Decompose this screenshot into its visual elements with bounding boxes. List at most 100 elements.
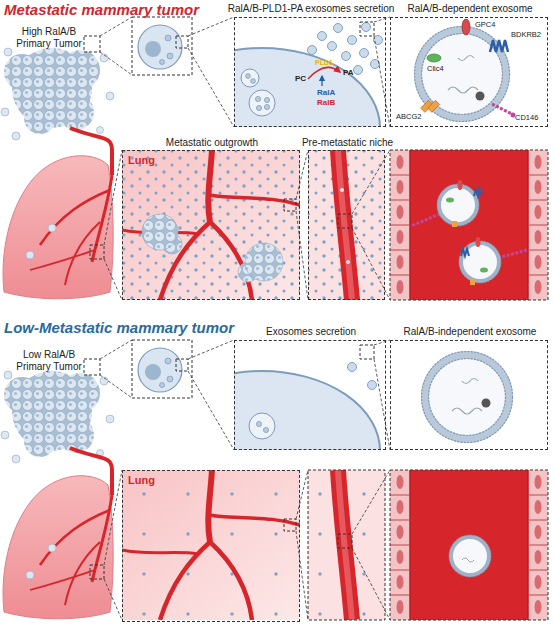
- lipid-label: PA: [343, 68, 354, 77]
- endothelial-wall: [535, 155, 542, 169]
- secreting-cell: [308, 67, 340, 79]
- zoom-panel: Pre-metastatic niche: [308, 150, 385, 300]
- lung-tissue: [142, 214, 178, 250]
- zoom-callouts: [188, 48, 234, 127]
- lung-lobe: [26, 251, 34, 259]
- vessel-lumen: [458, 180, 463, 190]
- endothelial-wall: [397, 230, 404, 244]
- vessel-lumen: [470, 279, 475, 285]
- lung-tissue: [122, 470, 300, 620]
- zoom-leader: [374, 36, 390, 127]
- vessel-lumen: [474, 189, 482, 196]
- lung-tissue: [245, 243, 283, 281]
- zoom-callouts: [188, 17, 234, 36]
- independent-exosome: [390, 340, 548, 450]
- vessel-lumen: [439, 186, 477, 224]
- lung-tissue: [338, 534, 352, 548]
- vessel-lumen: [461, 243, 499, 281]
- niche-vessel: [338, 214, 352, 228]
- dependent-exosome: [511, 113, 516, 118]
- lung-vessel: [208, 150, 212, 222]
- secreting-cell: [234, 371, 380, 450]
- zoom-callouts: [165, 35, 171, 41]
- secreting-cell: [256, 105, 261, 110]
- secreting-cell: [318, 32, 327, 41]
- dependent-exosome: [462, 19, 470, 35]
- zoom-panel: Metastatic outgrowthLung: [122, 150, 300, 300]
- section-title: Low-Metastatic mammary tumor: [4, 319, 234, 336]
- primary-tumor: [1, 108, 9, 116]
- panel-heading: RalA/B-dependent exosome: [391, 3, 549, 15]
- panel-heading: Metastatic outgrowth: [123, 137, 301, 149]
- endothelial-wall: [535, 255, 542, 269]
- zoom-callouts: [145, 41, 161, 57]
- secreting-cell: [263, 427, 268, 432]
- secreting-cell: [251, 79, 256, 84]
- niche-vessel: [308, 150, 385, 300]
- organ-label: Lung: [128, 154, 155, 167]
- lung-tissue: [122, 470, 300, 620]
- endothelial-wall: [535, 230, 542, 244]
- gtpase-label: RalB: [317, 98, 335, 107]
- tumor-label: Low RalA/B Primary Tumor: [12, 349, 86, 372]
- zoom-frame: [390, 150, 548, 300]
- secreting-cell: [264, 104, 269, 109]
- secreting-cell: [246, 74, 251, 79]
- blood-vessel: [338, 150, 352, 300]
- zoom-callouts: [138, 25, 182, 69]
- niche-vessel: [308, 150, 385, 300]
- primary-tumor: [1, 371, 114, 463]
- dependent-exosome: [492, 104, 512, 114]
- dependent-exosome: [415, 27, 510, 122]
- zoom-leader: [296, 150, 308, 199]
- lung-lobe: [40, 190, 110, 245]
- dependent-exosome: [458, 56, 474, 61]
- lung-tissue: [122, 470, 548, 620]
- primary-tumor: [4, 48, 12, 56]
- secreting-cell: [249, 90, 275, 116]
- lung-tissue: [352, 470, 390, 534]
- zoom-panel: Exosomes secretion: [234, 340, 386, 450]
- independent-exosome: [482, 399, 491, 408]
- vessel-lumen: [461, 249, 469, 256]
- panel-heading: Pre-metastatic niche: [297, 137, 398, 149]
- lung-tissue: [338, 470, 352, 620]
- organ-label: Lung: [128, 474, 155, 487]
- zoom-callouts: [84, 36, 100, 52]
- zoom-callouts: [176, 36, 188, 48]
- primary-tumor: [106, 92, 114, 100]
- lung-tissue: [390, 470, 548, 620]
- lung-tissue: [462, 558, 474, 562]
- primary-tumor: [97, 127, 104, 134]
- endothelial-wall: [390, 150, 548, 300]
- independent-exosome: [422, 352, 513, 443]
- zoom-callouts: [132, 17, 192, 75]
- independent-exosome: [452, 408, 482, 414]
- zoom-callouts: [100, 17, 132, 36]
- lung-tissue: [284, 519, 296, 531]
- secreting-cell: [234, 17, 386, 127]
- protein-label: BDKRB2: [511, 31, 541, 40]
- gtpase-label: RalA: [317, 88, 335, 97]
- panel-heading: RalA/B-PLD1-PA exosomes secretion: [215, 3, 407, 15]
- lung-tissue: [122, 150, 300, 300]
- lung-lobe: [48, 224, 56, 232]
- independent-exosome: [425, 355, 509, 439]
- vessel-lumen: [476, 237, 481, 247]
- lung-tissue: [308, 470, 385, 620]
- secreting-cell: [374, 36, 383, 45]
- vessel-lumen: [480, 268, 488, 273]
- dependent-exosome: [390, 17, 548, 127]
- niche-vessel: [308, 150, 385, 300]
- primary-tumor: [1, 48, 114, 140]
- zoom-panel: RalA/B-independent exosome: [390, 340, 548, 450]
- secreting-cell: [255, 96, 260, 101]
- vessel-lumen: [498, 250, 527, 258]
- protein-label: Clic4: [427, 65, 444, 74]
- lung-lobe: [3, 128, 122, 300]
- protein-label: GPC4: [475, 21, 495, 30]
- niche-vessel: [340, 188, 344, 192]
- lung-tissue: [296, 531, 308, 620]
- secreting-cell: [368, 381, 377, 390]
